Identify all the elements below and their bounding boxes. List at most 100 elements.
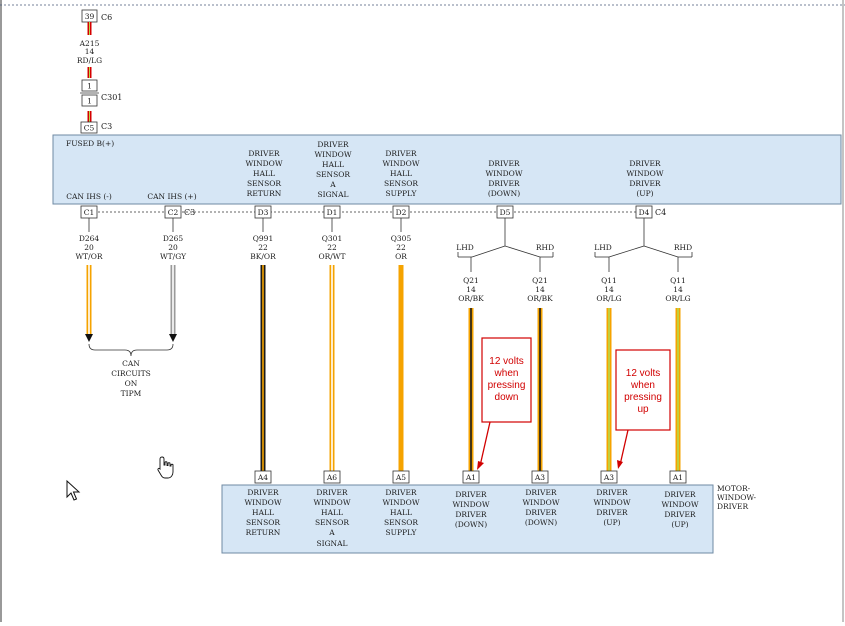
- lower-fn-label: DRIVER: [385, 488, 417, 497]
- wire-label-color: WT/GY: [160, 252, 187, 261]
- lower-fn-label: (UP): [603, 518, 620, 527]
- lower-fn-label: DRIVER: [455, 510, 487, 519]
- upper-fn-label: DRIVER: [248, 149, 280, 158]
- upper-fn-label: (UP): [636, 189, 653, 198]
- lower-fn-hall-supply: DRIVER WINDOW HALL SENSOR SUPPLY: [382, 488, 419, 537]
- lower-fn-label: DRIVER: [525, 488, 557, 497]
- motor-name-line: WINDOW-: [717, 493, 757, 502]
- branch-d4-lhd-label: LHD: [594, 243, 612, 252]
- wire-label-id: Q301: [322, 234, 342, 243]
- wire-label-id: Q305: [391, 234, 412, 243]
- c6-pin-label: 39: [85, 12, 95, 21]
- pin-a4: A4: [257, 473, 268, 482]
- annotation-up-arrow-head: [617, 460, 623, 469]
- hand-cursor-icon: [157, 456, 174, 479]
- lower-fn-label: A: [328, 528, 335, 537]
- upper-fn-label: SUPPLY: [385, 189, 417, 198]
- wire-label-color: OR/BK: [458, 294, 484, 303]
- upper-fn-label: DRIVER: [629, 159, 661, 168]
- wire-label-id: Q991: [253, 234, 273, 243]
- pin-a6-box: [323, 470, 341, 484]
- lower-fn-label: (DOWN): [455, 520, 487, 529]
- pin-a5-box: [392, 470, 410, 484]
- lower-fn-label: DRIVER: [455, 490, 487, 499]
- pin-a1-up-box: [669, 470, 687, 484]
- lower-fn-label: SENSOR: [315, 518, 349, 527]
- annotation-up-line: pressing: [624, 392, 662, 403]
- pin-a6: A6: [326, 473, 337, 482]
- can-wire-d265: [169, 218, 177, 342]
- annotation-down-line: 12 volts: [489, 356, 523, 367]
- can-wire-d265-arrow: [169, 334, 177, 342]
- splice-bottom-pin: 1: [87, 97, 92, 106]
- wire-label-gauge: 14: [604, 285, 614, 294]
- lower-fn-label: WINDOW: [382, 498, 419, 507]
- wire-label-q991: Q991 22 BK/OR: [250, 234, 276, 261]
- lower-fn-label: HALL: [390, 508, 412, 517]
- upper-connector-row: C1 C2 C3 D3 D1 D2 D5 D4 C4: [80, 205, 666, 219]
- upper-fn-label: WINDOW: [626, 169, 663, 178]
- wire-label-id: Q11: [670, 276, 686, 285]
- annotation-down-line: down: [495, 392, 519, 403]
- wire-label-d264: D264 20 WT/OR: [75, 234, 102, 261]
- power-feed-chain: 39 C6 A215 14 RD/LG 1 1 C301 C5 C3: [77, 9, 122, 134]
- lower-fn-label: DRIVER: [247, 488, 279, 497]
- wire-label-color: OR/WT: [318, 252, 345, 261]
- lower-fn-label: HALL: [321, 508, 343, 517]
- annotation-down-arrow-line: [479, 421, 491, 467]
- wire-label-gauge: 22: [258, 243, 268, 252]
- upper-fn-label: SENSOR: [384, 179, 418, 188]
- connector-c3-label: C3: [184, 208, 195, 217]
- wire-label-id: Q11: [601, 276, 617, 285]
- splice-top-pin: 1: [87, 82, 92, 91]
- wire-label-q11-rhd: Q11 14 OR/LG: [665, 276, 690, 303]
- lower-fn-label: (UP): [671, 520, 688, 529]
- pin-a3-up-box: [600, 470, 618, 484]
- wire-labels: D264 20 WT/OR D265 20 WT/GY Q991 22 BK/O…: [75, 234, 690, 303]
- lower-fn-hall-signal: DRIVER WINDOW HALL SENSOR A SIGNAL: [313, 488, 350, 548]
- c5-pin-box: [80, 121, 98, 134]
- branch-d5-rhd-label: RHD: [536, 243, 554, 252]
- annotation-down-line: pressing: [488, 380, 526, 391]
- can-wire-d264: [85, 218, 93, 342]
- feed-circuit-color: RD/LG: [77, 56, 102, 65]
- upper-module: FUSED B(+) DRIVER WINDOW HALL SENSOR RET…: [52, 134, 842, 205]
- lower-fn-driver-up-rhd: DRIVER WINDOW DRIVER (UP): [661, 490, 698, 529]
- pin-d2: D2: [396, 208, 407, 217]
- wire-label-color: WT/OR: [75, 252, 102, 261]
- wire-label-id: D265: [163, 234, 184, 243]
- annotation-down: 12 volts when pressing down: [477, 337, 532, 470]
- wire-label-gauge: 14: [466, 285, 476, 294]
- wire-label-gauge: 14: [535, 285, 545, 294]
- branch-d4: LHD RHD: [594, 218, 693, 272]
- wire-label-color: OR/LG: [665, 294, 690, 303]
- branch-d5-left: [471, 245, 506, 258]
- fused-b-plus-label: FUSED B(+): [66, 139, 114, 148]
- wire-label-gauge: 22: [327, 243, 337, 252]
- upper-function-driver-down: DRIVER WINDOW DRIVER (DOWN): [485, 159, 522, 198]
- annotation-up-arrow-line: [619, 429, 629, 466]
- lower-fn-label: RETURN: [246, 528, 281, 537]
- c5-connector-label: C3: [101, 122, 112, 131]
- upper-fn-label: WINDOW: [485, 169, 522, 178]
- lower-fn-label: DRIVER: [664, 490, 696, 499]
- lower-fn-label: SENSOR: [246, 518, 280, 527]
- upper-fn-label: WINDOW: [245, 159, 282, 168]
- annotation-down-line: when: [494, 368, 519, 379]
- branch-d4-rhd-label: RHD: [674, 243, 692, 252]
- lower-fn-driver-down-rhd: DRIVER WINDOW DRIVER (DOWN): [522, 488, 559, 527]
- pin-d3: D3: [258, 208, 269, 217]
- upper-function-hall-supply: DRIVER WINDOW HALL SENSOR SUPPLY: [382, 149, 419, 198]
- upper-fn-label: DRIVER: [488, 159, 520, 168]
- wire-label-id: D264: [79, 234, 100, 243]
- upper-fn-label: WINDOW: [382, 159, 419, 168]
- pin-a4-box: [254, 470, 272, 484]
- lower-fn-label: SENSOR: [384, 518, 418, 527]
- motor-name-line: MOTOR-: [717, 484, 751, 493]
- upper-fn-label: SIGNAL: [317, 190, 348, 199]
- arrow-cursor-icon: [66, 479, 81, 501]
- wire-label-color: OR: [395, 252, 407, 261]
- can-note-line: ON: [125, 379, 138, 388]
